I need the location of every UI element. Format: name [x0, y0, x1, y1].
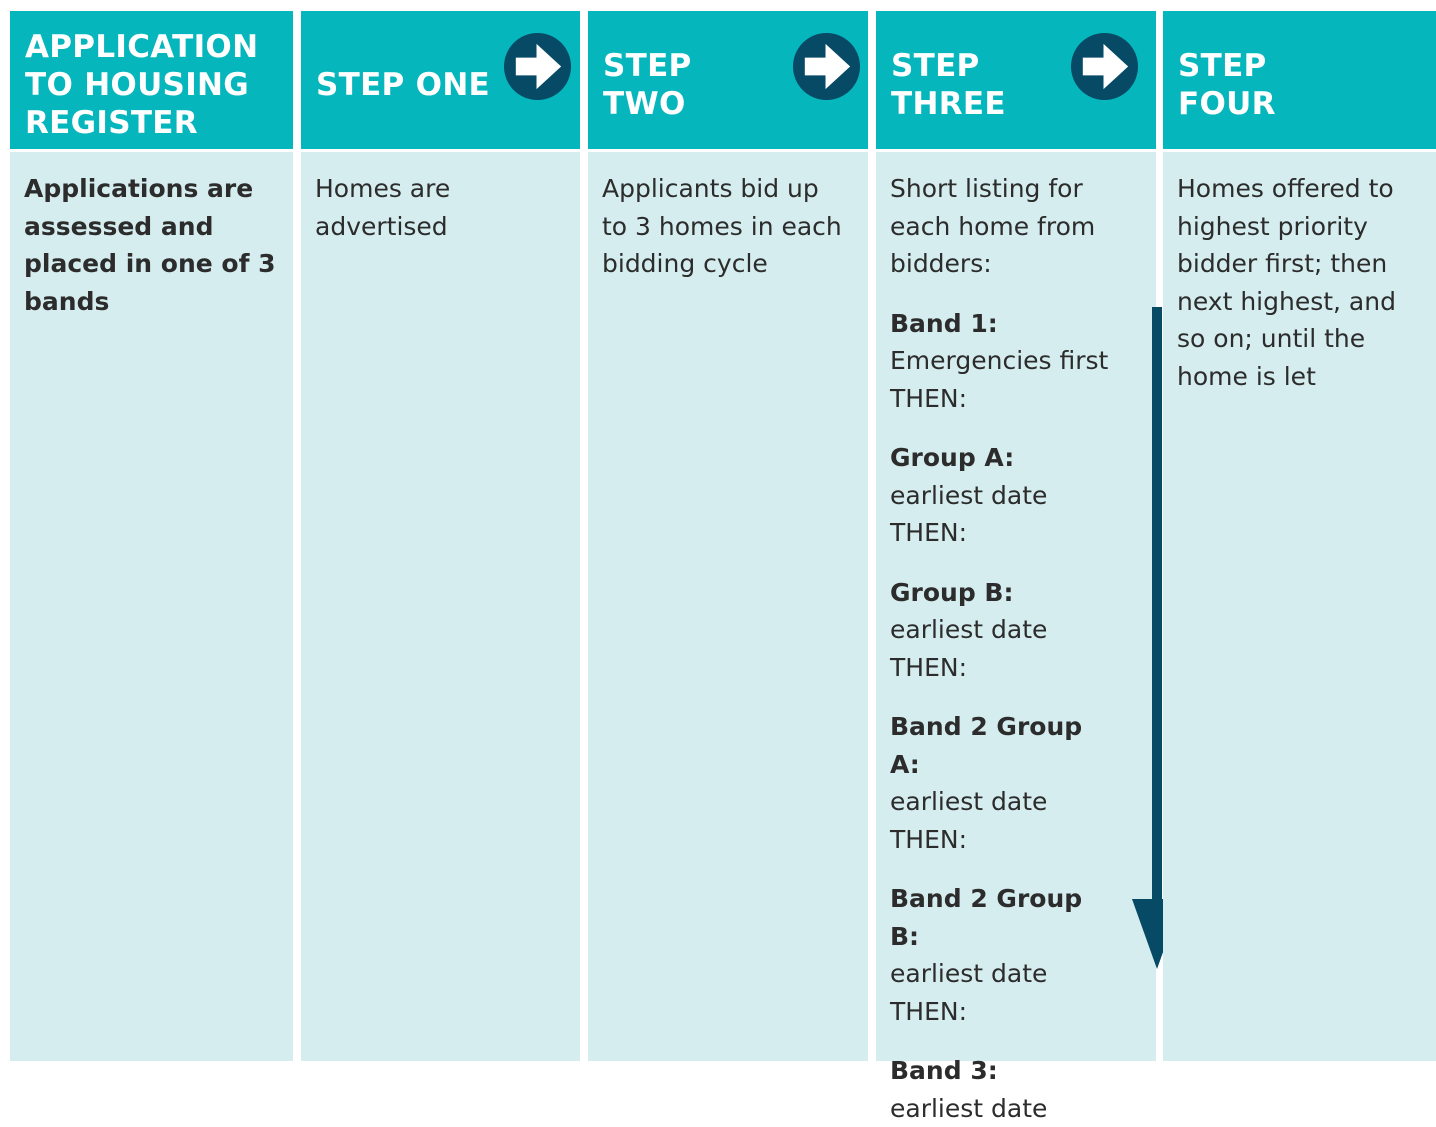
- group-label: Band 3:: [890, 1052, 1118, 1090]
- column-step-one: STEP ONE Homes are advertised: [301, 11, 580, 149]
- group-line: Emergencies first: [890, 342, 1118, 380]
- column-title: STEP TWO: [603, 47, 692, 123]
- title-line: STEP ONE: [316, 66, 490, 104]
- column-step-two: STEP TWO Applicants bid up to 3 homes in…: [588, 11, 868, 149]
- group-label: Band 2 Group A:: [890, 708, 1118, 783]
- body-line: to 3 homes in each: [602, 208, 856, 246]
- column-title: STEP THREE: [891, 47, 1006, 123]
- body-line: highest priority: [1177, 208, 1432, 246]
- arrow-right-circle-icon: [792, 32, 861, 101]
- column-body: Applicants bid up to 3 homes in each bid…: [588, 152, 868, 1061]
- column-body: Applications are assessed and placed in …: [10, 152, 293, 1061]
- intro-line: Short listing for: [890, 170, 1118, 208]
- column-body: Short listing for each home from bidders…: [876, 152, 1156, 1061]
- title-line: STEP: [1178, 47, 1276, 85]
- column-header: STEP ONE: [301, 11, 580, 149]
- body-line: Applicants bid up: [602, 170, 856, 208]
- body-line: next highest, and: [1177, 283, 1432, 321]
- priority-group: Group B: earliest date THEN:: [890, 574, 1118, 687]
- body-line: Homes are: [315, 170, 568, 208]
- intro-line: each home from: [890, 208, 1118, 246]
- body-line: bidder first; then: [1177, 245, 1432, 283]
- body-line: placed in one of 3: [24, 245, 281, 283]
- column-body: Homes are advertised: [301, 152, 580, 1061]
- group-label: Group A:: [890, 439, 1118, 477]
- column-header: STEP THREE: [876, 11, 1156, 149]
- column-title: STEP FOUR: [1178, 47, 1276, 123]
- body-line: Applications are: [24, 170, 281, 208]
- column-title: STEP ONE: [316, 66, 490, 104]
- title-line: TWO: [603, 85, 692, 123]
- group-line: earliest date: [890, 955, 1118, 993]
- group-line: earliest date: [890, 1090, 1118, 1127]
- column-application: APPLICATION TO HOUSING REGISTER Applicat…: [10, 11, 293, 149]
- title-line: REGISTER: [25, 104, 258, 142]
- title-line: APPLICATION: [25, 28, 258, 66]
- group-line: THEN:: [890, 649, 1118, 687]
- priority-group: Band 2 Group B: earliest date THEN:: [890, 880, 1118, 1030]
- body-line: Homes offered to: [1177, 170, 1432, 208]
- arrow-right-circle-icon: [1070, 32, 1139, 101]
- column-header: STEP FOUR: [1163, 11, 1436, 149]
- body-line: assessed and: [24, 208, 281, 246]
- column-step-four: STEP FOUR Homes offered to highest prior…: [1163, 11, 1436, 149]
- group-line: THEN:: [890, 514, 1118, 552]
- intro-line: bidders:: [890, 245, 1118, 283]
- body-line: bands: [24, 283, 281, 321]
- title-line: THREE: [891, 85, 1006, 123]
- group-line: earliest date: [890, 477, 1118, 515]
- group-label: Band 2 Group B:: [890, 880, 1118, 955]
- title-line: STEP: [603, 47, 692, 85]
- title-line: TO HOUSING: [25, 66, 258, 104]
- group-line: earliest date: [890, 783, 1118, 821]
- column-header: STEP TWO: [588, 11, 868, 149]
- body-line: so on; until the: [1177, 320, 1432, 358]
- body-line: bidding cycle: [602, 245, 856, 283]
- priority-group: Band 2 Group A: earliest date THEN:: [890, 708, 1118, 858]
- arrow-right-circle-icon: [503, 32, 572, 101]
- priority-group: Band 3: earliest date: [890, 1052, 1118, 1127]
- priority-group: Band 1: Emergencies first THEN:: [890, 305, 1118, 418]
- title-line: FOUR: [1178, 85, 1276, 123]
- group-line: THEN:: [890, 380, 1118, 418]
- group-label: Band 1:: [890, 305, 1118, 343]
- column-header: APPLICATION TO HOUSING REGISTER: [10, 11, 293, 149]
- column-step-three: STEP THREE Short listing for each home f…: [876, 11, 1156, 149]
- priority-group: Group A: earliest date THEN:: [890, 439, 1118, 552]
- body-line: home is let: [1177, 358, 1432, 396]
- group-line: THEN:: [890, 993, 1118, 1031]
- group-label: Group B:: [890, 574, 1118, 612]
- title-line: STEP: [891, 47, 1006, 85]
- column-title: APPLICATION TO HOUSING REGISTER: [25, 28, 258, 142]
- group-line: earliest date: [890, 611, 1118, 649]
- column-body: Homes offered to highest priority bidder…: [1163, 152, 1436, 1061]
- body-line: advertised: [315, 208, 568, 246]
- group-line: THEN:: [890, 821, 1118, 859]
